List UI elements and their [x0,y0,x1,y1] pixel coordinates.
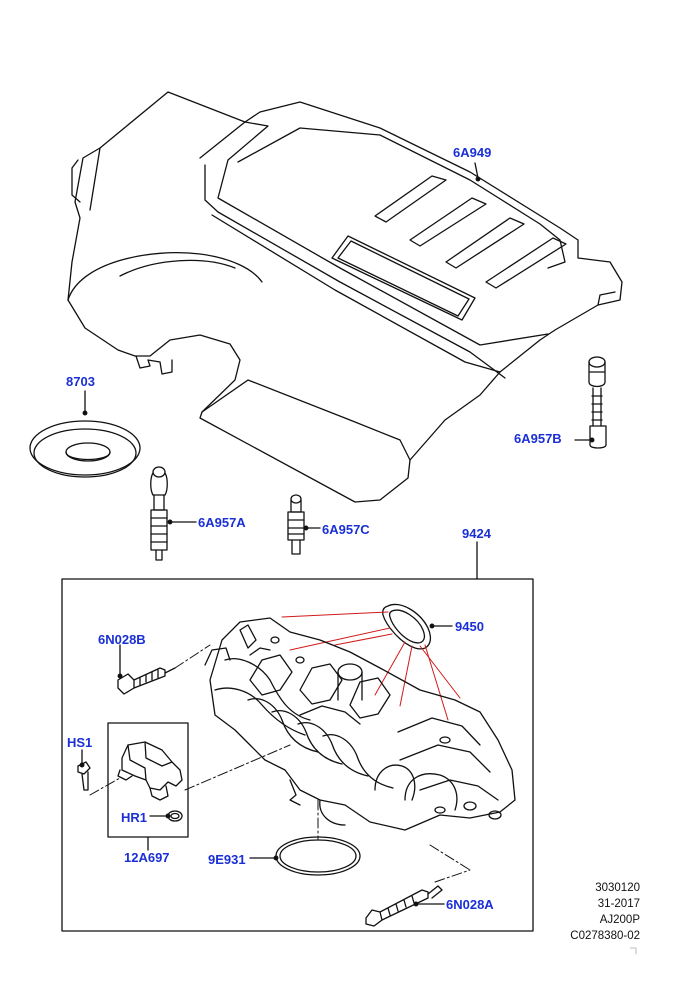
gasket-leaders [281,611,461,721]
callout-hr1: HR1 [121,810,148,825]
callout-9e931: 9E931 [208,852,246,867]
reference-line-4: C0278380-02 [570,930,640,942]
callout-6n028a: 6N028A [446,897,494,912]
callout-6n028b: 6N028B [98,632,146,647]
map-sensor [117,741,183,822]
callout-12a697: 12A697 [124,850,170,865]
manifold-assembly-frame [61,578,534,932]
stud-b [574,356,607,449]
bolt-6n028b [117,644,176,695]
reference-line-3: AJ200P [599,914,640,926]
washer [29,390,141,478]
stud-c [287,494,321,555]
screw-hs1 [77,749,91,791]
stud-a [150,466,197,561]
callout-hs1: HS1 [67,735,93,750]
seal-9e931 [249,836,361,876]
callout-6a949: 6A949 [453,145,492,160]
callout-9450: 9450 [455,619,484,634]
bolt-6n028a [365,885,445,927]
corner-mark [629,947,637,955]
callout-8703: 8703 [66,374,95,389]
intake-manifold [204,617,516,831]
manifold-gasket [382,603,453,650]
callout-6a957a: 6A957A [198,515,246,530]
callout-6a957b: 6A957B [514,431,562,446]
center-lines [89,644,471,883]
callout-9424: 9424 [462,526,491,541]
reference-line-2: 31-2017 [597,898,640,910]
leader-cover [474,162,479,179]
reference-block: 3030120 31-2017 AJ200P C0278380-02 [570,880,640,944]
sensor-kit-frame [107,722,189,838]
reference-line-1: 3030120 [595,882,640,894]
engine-cover [67,91,623,503]
callout-6a957c: 6A957C [322,522,370,537]
